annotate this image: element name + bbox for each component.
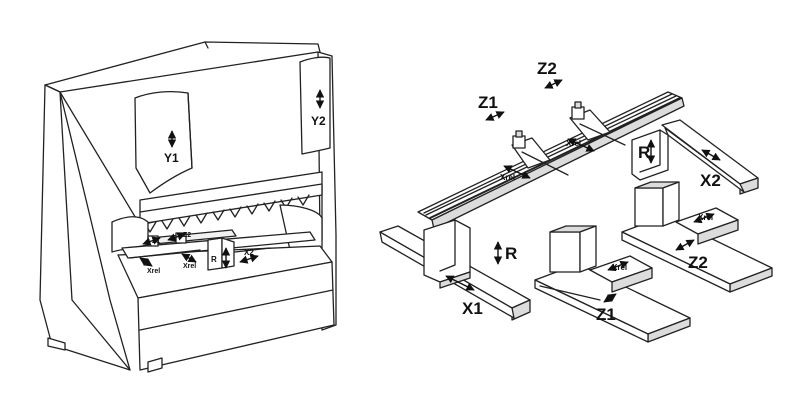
label-y2: Y2 [311,114,326,128]
label-r-left: R [505,244,517,263]
label-z2-bottom: Z2 [688,253,708,272]
y2-cylinder-cover [299,56,331,155]
label-r-left: R [211,255,217,264]
label-x1: X1 [462,299,483,318]
machine-left-side-frame [39,84,131,371]
label-z2-left: Z2 [183,232,191,239]
backgauge-axes-diagram: Z1 Z2 Xrel Xrel R X2 R X1 Xrel Z1 Xrel Z… [379,59,773,343]
z1-finger-top [511,130,569,176]
r-block-left [423,219,471,289]
label-z1-left: Z1 [152,238,160,245]
label-xrel-left-2: Xrel [183,263,196,270]
label-y1: Y1 [164,151,179,165]
z2-carriage [621,181,773,293]
label-xrel-left-1: Xrel [147,268,160,275]
label-r-right: R [638,143,650,162]
label-xrel-z2: Xrel [698,213,713,222]
label-z1-top: Z1 [478,93,498,112]
z2-finger-top [569,101,626,146]
label-xrel-beam-1: Xrel [500,173,515,182]
machine-bed-front [137,261,335,371]
machine-foot-left [47,337,66,351]
press-brake-machine: Y1 Y2 Z1 Z2 Xrel Xrel R X2 [39,41,337,373]
machine-foot-right [147,357,163,373]
label-z2-top: Z2 [537,59,557,78]
label-xrel-beam-2: Xrel [566,139,581,148]
backgauge-main-beam [417,91,685,230]
label-x2: X2 [700,171,721,190]
label-x2-left: X2 [244,248,254,257]
label-z1-bottom: Z1 [596,305,616,324]
label-xrel-z1: Xrel [612,263,627,272]
